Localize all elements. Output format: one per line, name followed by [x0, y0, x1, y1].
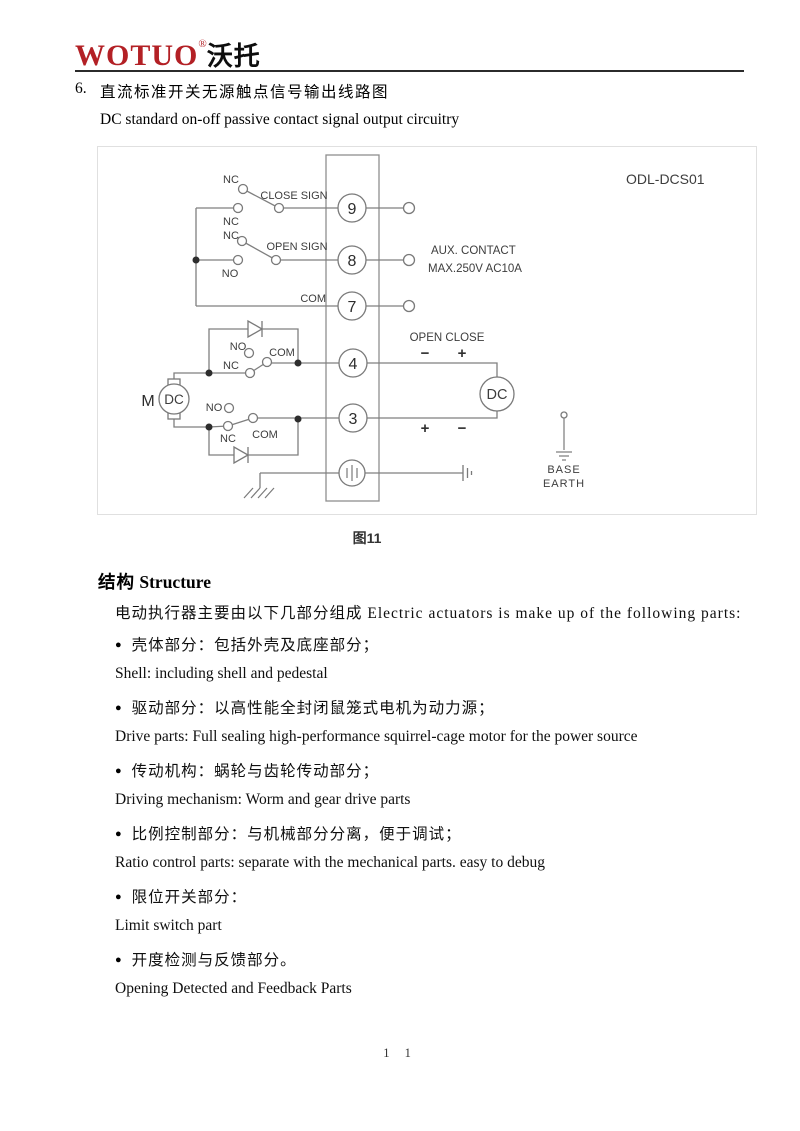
bullet-icon: ● — [115, 639, 123, 651]
page-number: 1 1 — [383, 1046, 417, 1060]
item-6-cn: 开度检测与反馈部分。 — [131, 952, 297, 969]
nc-label-close-top: NC — [223, 174, 239, 186]
registered-mark: ® — [198, 38, 207, 50]
item-5-cn: 限位开关部分： — [131, 889, 248, 906]
section-title-en: DC standard on-off passive contact signa… — [100, 111, 460, 128]
model-label: ODL-DCS01 — [626, 171, 705, 187]
terminal-9: 9 — [348, 201, 357, 218]
nc-label-close-left: NC — [223, 216, 239, 228]
structure-intro: 电动执行器主要由以下几部分组成 Electric actuators is ma… — [115, 605, 742, 622]
figure-caption: 图11 — [352, 530, 382, 546]
terminal-3: 3 — [349, 411, 358, 428]
motor-dc-label: DC — [164, 392, 184, 407]
item-2-cn: 驱动部分：以高性能全封闭鼠笼式电机为动力源； — [131, 700, 495, 717]
brand-name: WOTUO — [75, 39, 199, 72]
structure-item-cn: ● 限位开关部分： — [115, 885, 247, 907]
structure-item-cn: ● 传动机构：蜗轮与齿轮传动部分； — [115, 759, 379, 781]
com-label-upper: COM — [269, 347, 295, 359]
nc-label-upper: NC — [223, 360, 239, 372]
no-label-open-left: NO — [222, 268, 239, 280]
dc-supply-label: DC — [487, 387, 508, 403]
no-label-upper: NO — [230, 341, 247, 353]
com-label-top: COM — [300, 293, 326, 305]
bullet-icon: ● — [115, 702, 123, 714]
structure-item-en: Opening Detected and Feedback Parts — [115, 980, 352, 997]
section-title-cn: 直流标准开关无源触点信号输出线路图 — [100, 84, 390, 101]
open-sign-label: OPEN SIGN — [266, 241, 327, 253]
plus-bottom: + — [421, 420, 430, 437]
bullet-icon: ● — [115, 954, 123, 966]
close-sign-label: CLOSE SIGN — [260, 190, 327, 202]
structure-heading-cn: 结构 — [98, 572, 135, 592]
motor-m-label: M — [141, 393, 154, 410]
circuit-figure: M DC 9 8 7 4 3 — [97, 146, 757, 515]
com-label-lower: COM — [252, 429, 278, 441]
aux-rating-label: MAX.250V AC10A — [428, 263, 522, 275]
item-3-cn: 传动机构：蜗轮与齿轮传动部分； — [131, 763, 380, 780]
nc-label-open-top: NC — [223, 230, 239, 242]
structure-item-en: Shell: including shell and pedestal — [115, 665, 328, 682]
earth-label: EARTH — [543, 478, 585, 490]
brand-logo: WOTUO®沃托 — [75, 36, 261, 73]
item-4-cn: 比例控制部分：与机械部分分离，便于调试； — [131, 826, 462, 843]
item-1-cn: 壳体部分：包括外壳及底座部分； — [131, 637, 380, 654]
diode-upper — [247, 319, 264, 339]
structure-item-cn: ● 壳体部分：包括外壳及底座部分； — [115, 633, 379, 655]
structure-item-cn: ● 比例控制部分：与机械部分分离，便于调试； — [115, 822, 462, 844]
structure-item-en: Drive parts: Full sealing high-performan… — [115, 728, 638, 745]
structure-item-cn: ● 开度检测与反馈部分。 — [115, 948, 297, 970]
terminal-7: 7 — [348, 299, 357, 316]
minus-top: − — [421, 345, 430, 362]
dc-supply: DC — [479, 376, 515, 412]
earth-symbol-right — [462, 465, 473, 481]
bullet-icon: ● — [115, 891, 123, 903]
junction-dots — [192, 256, 302, 431]
terminal-8: 8 — [348, 253, 357, 270]
structure-item-en: Limit switch part — [115, 917, 222, 934]
structure-heading-en: Structure — [135, 572, 211, 592]
structure-heading: 结构 Structure — [98, 569, 211, 594]
open-close-label: OPEN CLOSE — [410, 332, 485, 344]
diode-lower — [233, 445, 250, 465]
base-label: BASE — [547, 464, 580, 476]
terminal-circles: 9 8 7 4 3 — [337, 193, 368, 433]
structure-item-en: Ratio control parts: separate with the m… — [115, 854, 545, 871]
switch-contacts — [222, 183, 285, 432]
structure-item-cn: ● 驱动部分：以高性能全封闭鼠笼式电机为动力源； — [115, 696, 495, 718]
minus-bottom: − — [458, 420, 467, 437]
circuit-diagram-svg: M DC 9 8 7 4 3 — [141, 154, 705, 502]
aux-contact-label: AUX. CONTACT — [431, 245, 516, 257]
aux-output-terminals — [402, 201, 416, 313]
section-number: 6. — [75, 80, 87, 97]
motor-symbol: M DC — [141, 378, 190, 420]
nc-label-lower: NC — [220, 433, 236, 445]
bullet-icon: ● — [115, 765, 123, 777]
header-rule — [75, 70, 744, 72]
terminal-4: 4 — [349, 356, 358, 373]
structure-item-en: Driving mechanism: Worm and gear drive p… — [115, 791, 411, 808]
plus-top: + — [458, 345, 467, 362]
brand-name-cn: 沃托 — [206, 41, 261, 71]
no-label-lower: NO — [206, 402, 223, 414]
ground-hatch — [243, 487, 275, 499]
base-earth: BASE EARTH — [543, 411, 585, 490]
earth-terminal — [338, 459, 366, 487]
bullet-icon: ● — [115, 828, 123, 840]
